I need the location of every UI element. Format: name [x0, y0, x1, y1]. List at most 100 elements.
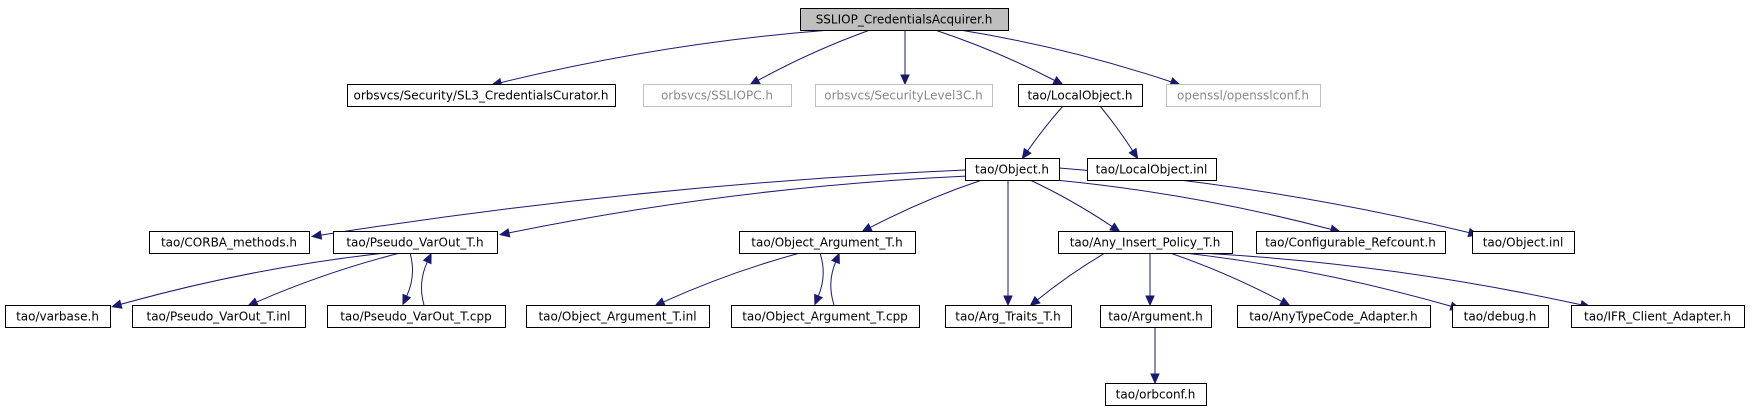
node-label: tao/LocalObject.inl: [1096, 163, 1208, 177]
node-box: [1058, 231, 1233, 254]
node-box: [1472, 231, 1575, 254]
arrowhead: [402, 293, 412, 306]
node-objectinl[interactable]: tao/Object.inl: [1472, 231, 1575, 254]
edge-root-to-localobj: [934, 29, 1064, 86]
node-box: [800, 8, 1009, 31]
node-label: tao/Argument.h: [1108, 310, 1202, 324]
node-box: [1571, 305, 1745, 328]
arrowhead: [1052, 76, 1064, 86]
arrowhead: [900, 74, 910, 86]
node-debug[interactable]: tao/debug.h: [1452, 305, 1549, 328]
node-box: [132, 305, 306, 328]
arrowhead: [310, 230, 323, 240]
node-box: [945, 305, 1072, 328]
node-orbconf[interactable]: tao/orbconf.h: [1105, 383, 1207, 406]
node-label: tao/varbase.h: [16, 310, 99, 324]
edge-anyinsert-to-anytc: [1169, 252, 1291, 307]
edge-pseudocpp-to-pseudovarout: [421, 252, 432, 306]
edge-anyinsert-to-debug: [1184, 252, 1462, 311]
edge-object-to-argtraits: [1003, 180, 1013, 307]
node-label: tao/Pseudo_VarOut_T.inl: [147, 310, 291, 324]
node-label: tao/Object_Argument_T.inl: [538, 310, 696, 324]
edge-anyinsert-to-argtraits: [1029, 252, 1106, 307]
edge-anyinsert-to-ifr: [1199, 252, 1592, 310]
node-objarg[interactable]: tao/Object_Argument_T.h: [739, 231, 916, 254]
node-label: tao/AnyTypeCode_Adapter.h: [1249, 310, 1418, 324]
arrowhead: [1128, 147, 1139, 160]
edge-pseudovarout-to-varbase: [110, 252, 386, 309]
edge-objarg-to-objarginl: [654, 252, 801, 307]
node-label: tao/orbconf.h: [1116, 388, 1196, 402]
edge-object-to-corbamethods: [310, 169, 966, 240]
node-label: tao/Object.h: [975, 163, 1049, 177]
edge-anyinsert-to-argument: [1145, 253, 1155, 307]
edge-objarg-to-objargcpp: [814, 252, 824, 306]
arrowhead: [1279, 296, 1291, 307]
node-label: tao/IFR_Client_Adapter.h: [1584, 310, 1731, 324]
edge-pseudovarout-to-pseudocpp: [402, 252, 413, 306]
node-box: [5, 305, 111, 328]
arrowhead: [654, 297, 666, 307]
node-box: [1018, 84, 1143, 107]
node-label: openssl/opensslconf.h: [1177, 89, 1309, 103]
arrowhead: [1003, 295, 1013, 307]
node-label: tao/Pseudo_VarOut_T.h: [346, 236, 483, 250]
node-argtraits[interactable]: tao/Arg_Traits_T.h: [945, 305, 1072, 328]
node-anyinsert[interactable]: tao/Any_Insert_Policy_T.h: [1058, 231, 1233, 254]
node-box: [1256, 231, 1446, 254]
node-box: [1237, 305, 1431, 328]
node-label: tao/debug.h: [1464, 310, 1537, 324]
node-label: tao/Arg_Traits_T.h: [955, 310, 1060, 324]
node-box: [327, 305, 506, 328]
node-varbase[interactable]: tao/varbase.h: [5, 305, 111, 328]
arrowhead: [814, 293, 823, 306]
node-anytc[interactable]: tao/AnyTypeCode_Adapter.h: [1237, 305, 1431, 328]
node-label: tao/Configurable_Refcount.h: [1265, 236, 1436, 250]
node-objarginl[interactable]: tao/Object_Argument_T.inl: [526, 305, 710, 328]
arrowhead: [1109, 222, 1121, 233]
node-seclvl3[interactable]: orbsvcs/SecurityLevel3C.h: [815, 84, 993, 107]
edges-layer: [110, 29, 1592, 385]
node-pseudocpp[interactable]: tao/Pseudo_VarOut_T.cpp: [327, 305, 506, 328]
node-box: [1166, 84, 1321, 107]
node-box: [1087, 158, 1217, 181]
node-ssliopc[interactable]: orbsvcs/SSLIOPC.h: [643, 84, 792, 107]
node-sl3cc[interactable]: orbsvcs/Security/SL3_CredentialsCurator.…: [347, 84, 616, 107]
node-root[interactable]: SSLIOP_CredentialsAcquirer.h: [800, 8, 1009, 31]
node-box: [731, 305, 920, 328]
node-box: [739, 231, 916, 254]
arrowhead: [861, 223, 873, 233]
node-box: [965, 158, 1060, 181]
node-label: tao/CORBA_methods.h: [161, 236, 297, 250]
node-objargcpp[interactable]: tao/Object_Argument_T.cpp: [731, 305, 920, 328]
node-label: tao/Object.inl: [1483, 236, 1564, 250]
edge-object-to-objarg: [861, 179, 983, 233]
node-box: [1105, 383, 1207, 406]
node-label: tao/Any_Insert_Policy_T.h: [1070, 236, 1221, 250]
node-label: tao/Object_Argument_T.h: [751, 236, 902, 250]
node-object[interactable]: tao/Object.h: [965, 158, 1060, 181]
node-pseudovarout[interactable]: tao/Pseudo_VarOut_T.h: [333, 231, 498, 254]
arrowhead: [1021, 147, 1032, 160]
node-localobjinl[interactable]: tao/LocalObject.inl: [1087, 158, 1217, 181]
node-argument[interactable]: tao/Argument.h: [1100, 305, 1212, 328]
node-box: [149, 231, 310, 254]
node-corbamethods[interactable]: tao/CORBA_methods.h: [149, 231, 310, 254]
arrowhead: [498, 228, 511, 238]
arrowhead: [831, 252, 840, 265]
edge-object-to-anyinsert: [1029, 179, 1121, 233]
node-configref[interactable]: tao/Configurable_Refcount.h: [1256, 231, 1446, 254]
nodes-layer: SSLIOP_CredentialsAcquirer.h orbsvcs/Secu…: [5, 8, 1745, 406]
node-pseudoinl[interactable]: tao/Pseudo_VarOut_T.inl: [132, 305, 306, 328]
node-opensslconf[interactable]: openssl/opensslconf.h: [1166, 84, 1321, 107]
node-localobj[interactable]: tao/LocalObject.h: [1018, 84, 1143, 107]
edge-object-to-configref: [1054, 179, 1342, 234]
edge-argument-to-orbconf: [1150, 326, 1160, 385]
node-box: [815, 84, 993, 107]
node-box: [526, 305, 710, 328]
arrowhead: [749, 75, 761, 86]
node-ifr[interactable]: tao/IFR_Client_Adapter.h: [1571, 305, 1745, 328]
arrowhead: [1150, 373, 1160, 385]
edge-root-to-sl3cc: [490, 29, 831, 88]
